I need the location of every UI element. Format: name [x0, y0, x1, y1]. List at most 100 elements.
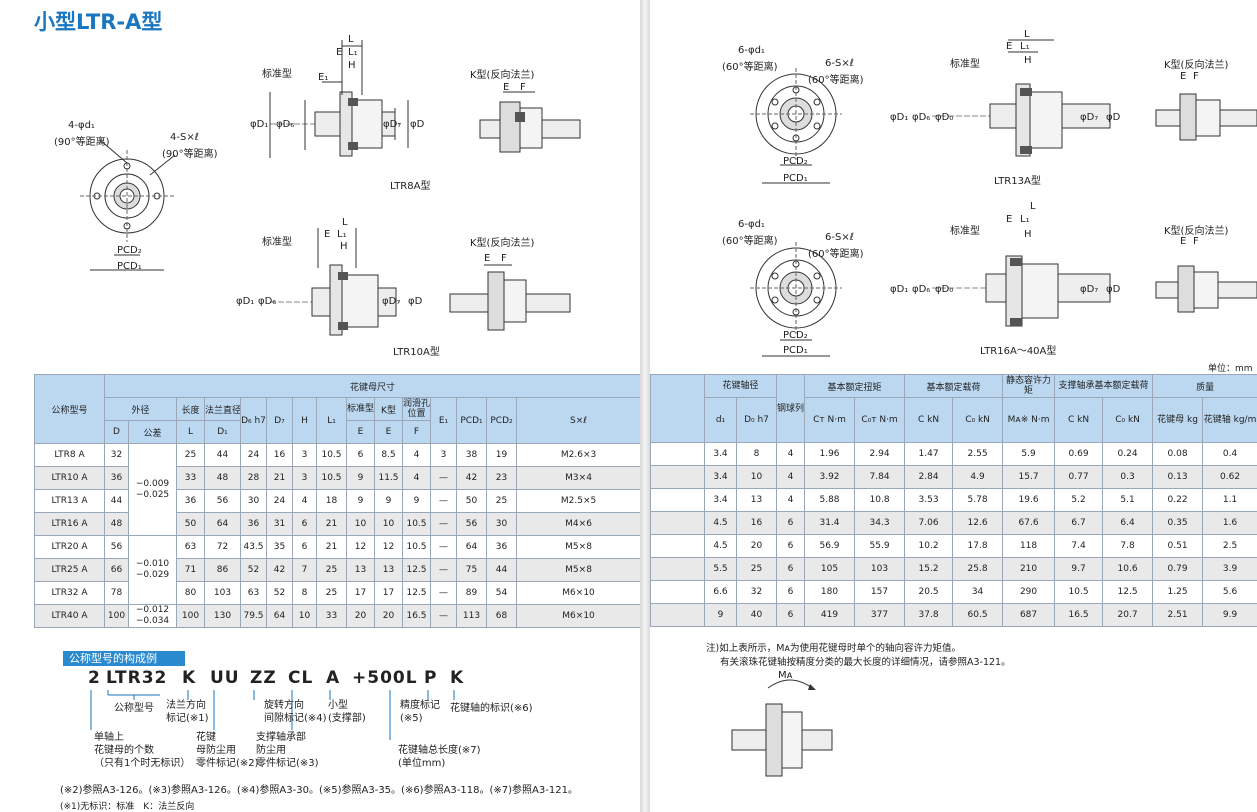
table-cell: 3.4 [704, 465, 737, 489]
table-cell: 16.5 [1054, 603, 1104, 627]
head-k: K型 [374, 397, 403, 421]
table-cell: 34 [952, 580, 1004, 604]
code-part-accuracy: P [424, 668, 438, 688]
table-cell: 3 [292, 466, 317, 490]
table-cell: 8 [735, 442, 778, 466]
table-cell: 0.35 [1152, 511, 1204, 535]
standard-type-label-2: 标准型 [262, 237, 292, 248]
head-len: 长度 [176, 397, 205, 421]
table-cell: 42 [456, 466, 487, 490]
dim-E: E [336, 47, 343, 58]
table-cell: LTR16 A [34, 512, 105, 536]
standard-type-label: 标准型 [262, 69, 292, 80]
k-dim-E-2: E [484, 253, 491, 264]
table-cell: 7.06 [904, 511, 954, 535]
table-cell: 4.5 [704, 511, 737, 535]
front-view-6hole-1 [750, 68, 842, 357]
ltr13a-section-drawing [932, 39, 1111, 157]
sub-D6: D₆ h7 [240, 397, 267, 444]
dim-D0-4: φD₀ [935, 284, 954, 295]
table-cell: 100 [104, 604, 129, 628]
dim-D0-3: φD₀ [935, 112, 954, 123]
pcd2-label: PCD₂ [117, 245, 142, 256]
table-cell: 16 [735, 511, 778, 535]
dim-L1: L₁ [348, 47, 358, 58]
table-cell: 19.6 [1002, 488, 1056, 512]
table-cell-tolerance: −0.010 −0.029 [128, 535, 177, 605]
table-cell: 13 [346, 558, 375, 582]
table-cell: 13 [374, 558, 403, 582]
table-cell: 0.24 [1102, 442, 1154, 466]
dim-D6-4: φD₆ [912, 284, 931, 295]
table-cell: 20.5 [904, 580, 954, 604]
table-cell: 21 [316, 512, 347, 536]
k-dim-F-2: F [501, 253, 507, 264]
table-cell: 4 [402, 466, 431, 490]
table-cell: M6×10 [515, 581, 640, 605]
table-cell: 10.5 [402, 535, 431, 559]
table-cell: 10 [374, 512, 403, 536]
desc-support-dust: 支撑轴承部 防尘用 零件标记(※3) [256, 732, 319, 769]
table-cell: 23 [486, 466, 517, 490]
table-cell: 16.5 [402, 604, 431, 628]
standard-type-label-3: 标准型 [950, 59, 980, 70]
right-page: 6-φd₁ (60°等距离) 6-S×ℓ (60°等距离) PCD₂ PCD₁ … [650, 0, 1257, 812]
moment-diagram [731, 679, 833, 777]
sub-L: L [176, 420, 205, 444]
table-cell: M5×8 [515, 535, 640, 559]
table-cell: 9 [374, 489, 403, 513]
sub-tol: 公差 [128, 420, 177, 444]
pcd1-label: PCD₁ [117, 261, 142, 272]
k-type-drawing-1 [479, 91, 581, 153]
table-cell: 17.8 [952, 534, 1004, 558]
table-cell: 64 [204, 512, 241, 536]
table-cell: 3.9 [1202, 557, 1257, 581]
table-cell: 20.7 [1102, 603, 1154, 627]
table-cell: 68 [486, 604, 517, 628]
table-cell: 2.51 [1152, 603, 1204, 627]
table-cell: 25 [316, 558, 347, 582]
table-cell: 67.6 [1002, 511, 1056, 535]
sub-L1: L₁ [316, 397, 347, 444]
table-cell: 6.4 [1102, 511, 1154, 535]
table-cell: 0.62 [1202, 465, 1257, 489]
dim-L1-2: L₁ [337, 229, 347, 240]
dim-D7-3: φD₇ [1080, 112, 1099, 123]
table-cell: 10 [735, 465, 778, 489]
reference-line: (※2)参照A3-126。(※3)参照A3-126。(※4)参照A3-30。(※… [60, 785, 578, 796]
table-cell: 2.55 [952, 442, 1004, 466]
table-cell: 3.92 [804, 465, 856, 489]
ltr16a-caption: LTR16A～40A型 [980, 346, 1057, 357]
dim-L: L [348, 34, 354, 45]
table-cell: 75 [456, 558, 487, 582]
table-cell: 9 [704, 603, 737, 627]
model-code-heading: 公称型号的构成例 [63, 651, 185, 666]
code-part-flange: K [182, 668, 197, 688]
desc-single: 单轴上 花键母的个数 （只有1个时无标识） [94, 732, 191, 769]
table-cell: 36 [486, 535, 517, 559]
table-cell: 1.96 [804, 442, 856, 466]
table-cell: 79.5 [240, 604, 267, 628]
table-cell: M5×8 [515, 558, 640, 582]
table-cell: 5.78 [952, 488, 1004, 512]
table-cell: 20 [735, 534, 778, 558]
dim-D: φD [410, 119, 425, 130]
code-part-shaft: K [450, 668, 465, 688]
table-cell: 40 [735, 603, 778, 627]
dim-D-4: φD [1106, 284, 1121, 295]
spec-table-right: 花键轴径 钢球列 基本额定扭矩 基本额定载荷 静态容许力矩 支撑轴承基本额定载荷… [650, 374, 1257, 627]
dim-E-3: E [1006, 41, 1013, 52]
table-cell: 20 [374, 604, 403, 628]
table-cell: 9 [346, 466, 375, 490]
dim-D-3: φD [1106, 112, 1121, 123]
sub-C: C kN [904, 397, 954, 443]
standard-type-label-4: 标准型 [950, 226, 980, 237]
table-cell: 9 [346, 489, 375, 513]
desc-rotate: 旋转方向 间隙标记(※4) [264, 700, 327, 724]
front6-pcd1: PCD₁ [783, 173, 808, 184]
front6b-pitch-label-2: (60°等距离) [808, 249, 864, 260]
